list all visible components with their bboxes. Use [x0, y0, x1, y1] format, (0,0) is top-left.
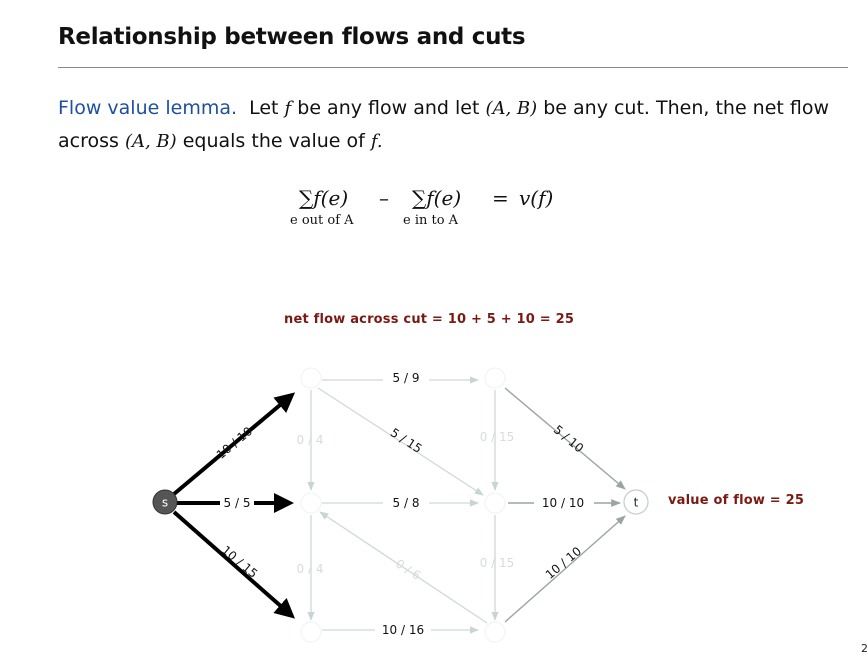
source-node-label: s	[162, 496, 168, 510]
node-c	[300, 492, 322, 514]
formula-term-in: ∑f(e)	[412, 186, 462, 210]
formula-equals: =	[492, 186, 509, 210]
label-to-t-bot: 10 / 10	[543, 544, 584, 582]
sink-node-label: t	[634, 496, 639, 510]
sink-node	[623, 489, 649, 515]
label-diag-top: 5 / 15	[388, 425, 425, 456]
lemma-cut-symbol-2: (A, B)	[124, 131, 177, 152]
label-to-t-top: 5 / 10	[551, 422, 586, 455]
label-diag-bot: 0 / 6	[393, 556, 423, 582]
label-top-row: 5 / 9	[393, 371, 420, 385]
net-flow-annotation: net flow across cut = 10 + 5 + 10 = 25	[284, 312, 575, 327]
label-s-bot: 10 / 15	[219, 543, 260, 581]
lemma-text-4: equals the value of	[182, 130, 365, 152]
node-d	[484, 492, 506, 514]
node-b	[484, 367, 506, 389]
lemma-cut-symbol: (A, B)	[485, 98, 538, 119]
label-s-mid: 5 / 5	[224, 496, 251, 510]
lemma-text-2: be any flow and let	[297, 97, 480, 119]
label-to-t-mid: 10 / 10	[542, 496, 584, 510]
lemma-f-symbol: f	[284, 98, 292, 119]
edge-s-bot	[172, 510, 296, 619]
value-of-flow-annotation: value of flow = 25	[668, 493, 805, 508]
edge-to-t-bot	[504, 515, 626, 623]
node-f	[484, 621, 506, 643]
label-right-lower: 0 / 15	[480, 556, 515, 570]
edge-s-top	[172, 392, 296, 496]
formula-subscript-in: e in to A	[403, 213, 459, 228]
title-divider	[58, 67, 848, 68]
label-left-upper: 0 / 4	[297, 433, 324, 447]
edge-diag-top	[317, 387, 484, 496]
label-s-top: 10 / 10	[214, 424, 255, 462]
label-mid-row: 5 / 8	[393, 496, 420, 510]
lemma-statement: Flow value lemma. Let f be any flow and …	[58, 92, 848, 158]
internal-nodes	[300, 367, 506, 643]
label-left-lower: 0 / 4	[297, 562, 324, 576]
formula-subscript-out: e out of A	[290, 213, 354, 228]
formula-minus: –	[379, 186, 389, 210]
edge-diag-bot	[319, 511, 488, 624]
label-right-upper: 0 / 15	[480, 430, 515, 444]
lemma-f-symbol-2: f.	[370, 131, 383, 152]
label-bot-row: 10 / 16	[382, 623, 424, 637]
page-title: Relationship between flows and cuts	[58, 24, 526, 50]
lemma-text-3: be any cut. Then, the net flow across	[58, 97, 830, 152]
node-e	[300, 621, 322, 643]
node-a	[300, 367, 322, 389]
page-number: 2	[861, 642, 868, 655]
formula-rhs: v(f)	[519, 186, 554, 210]
flow-formula: ∑f(e) – ∑f(e) = v(f) e out of A e in to …	[285, 180, 585, 230]
edge-to-t-top	[504, 387, 626, 490]
lemma-text-1: Let	[249, 97, 279, 119]
formula-term-out: ∑f(e)	[299, 186, 349, 210]
lemma-keyword: Flow value lemma.	[58, 97, 238, 119]
source-node	[152, 489, 178, 515]
